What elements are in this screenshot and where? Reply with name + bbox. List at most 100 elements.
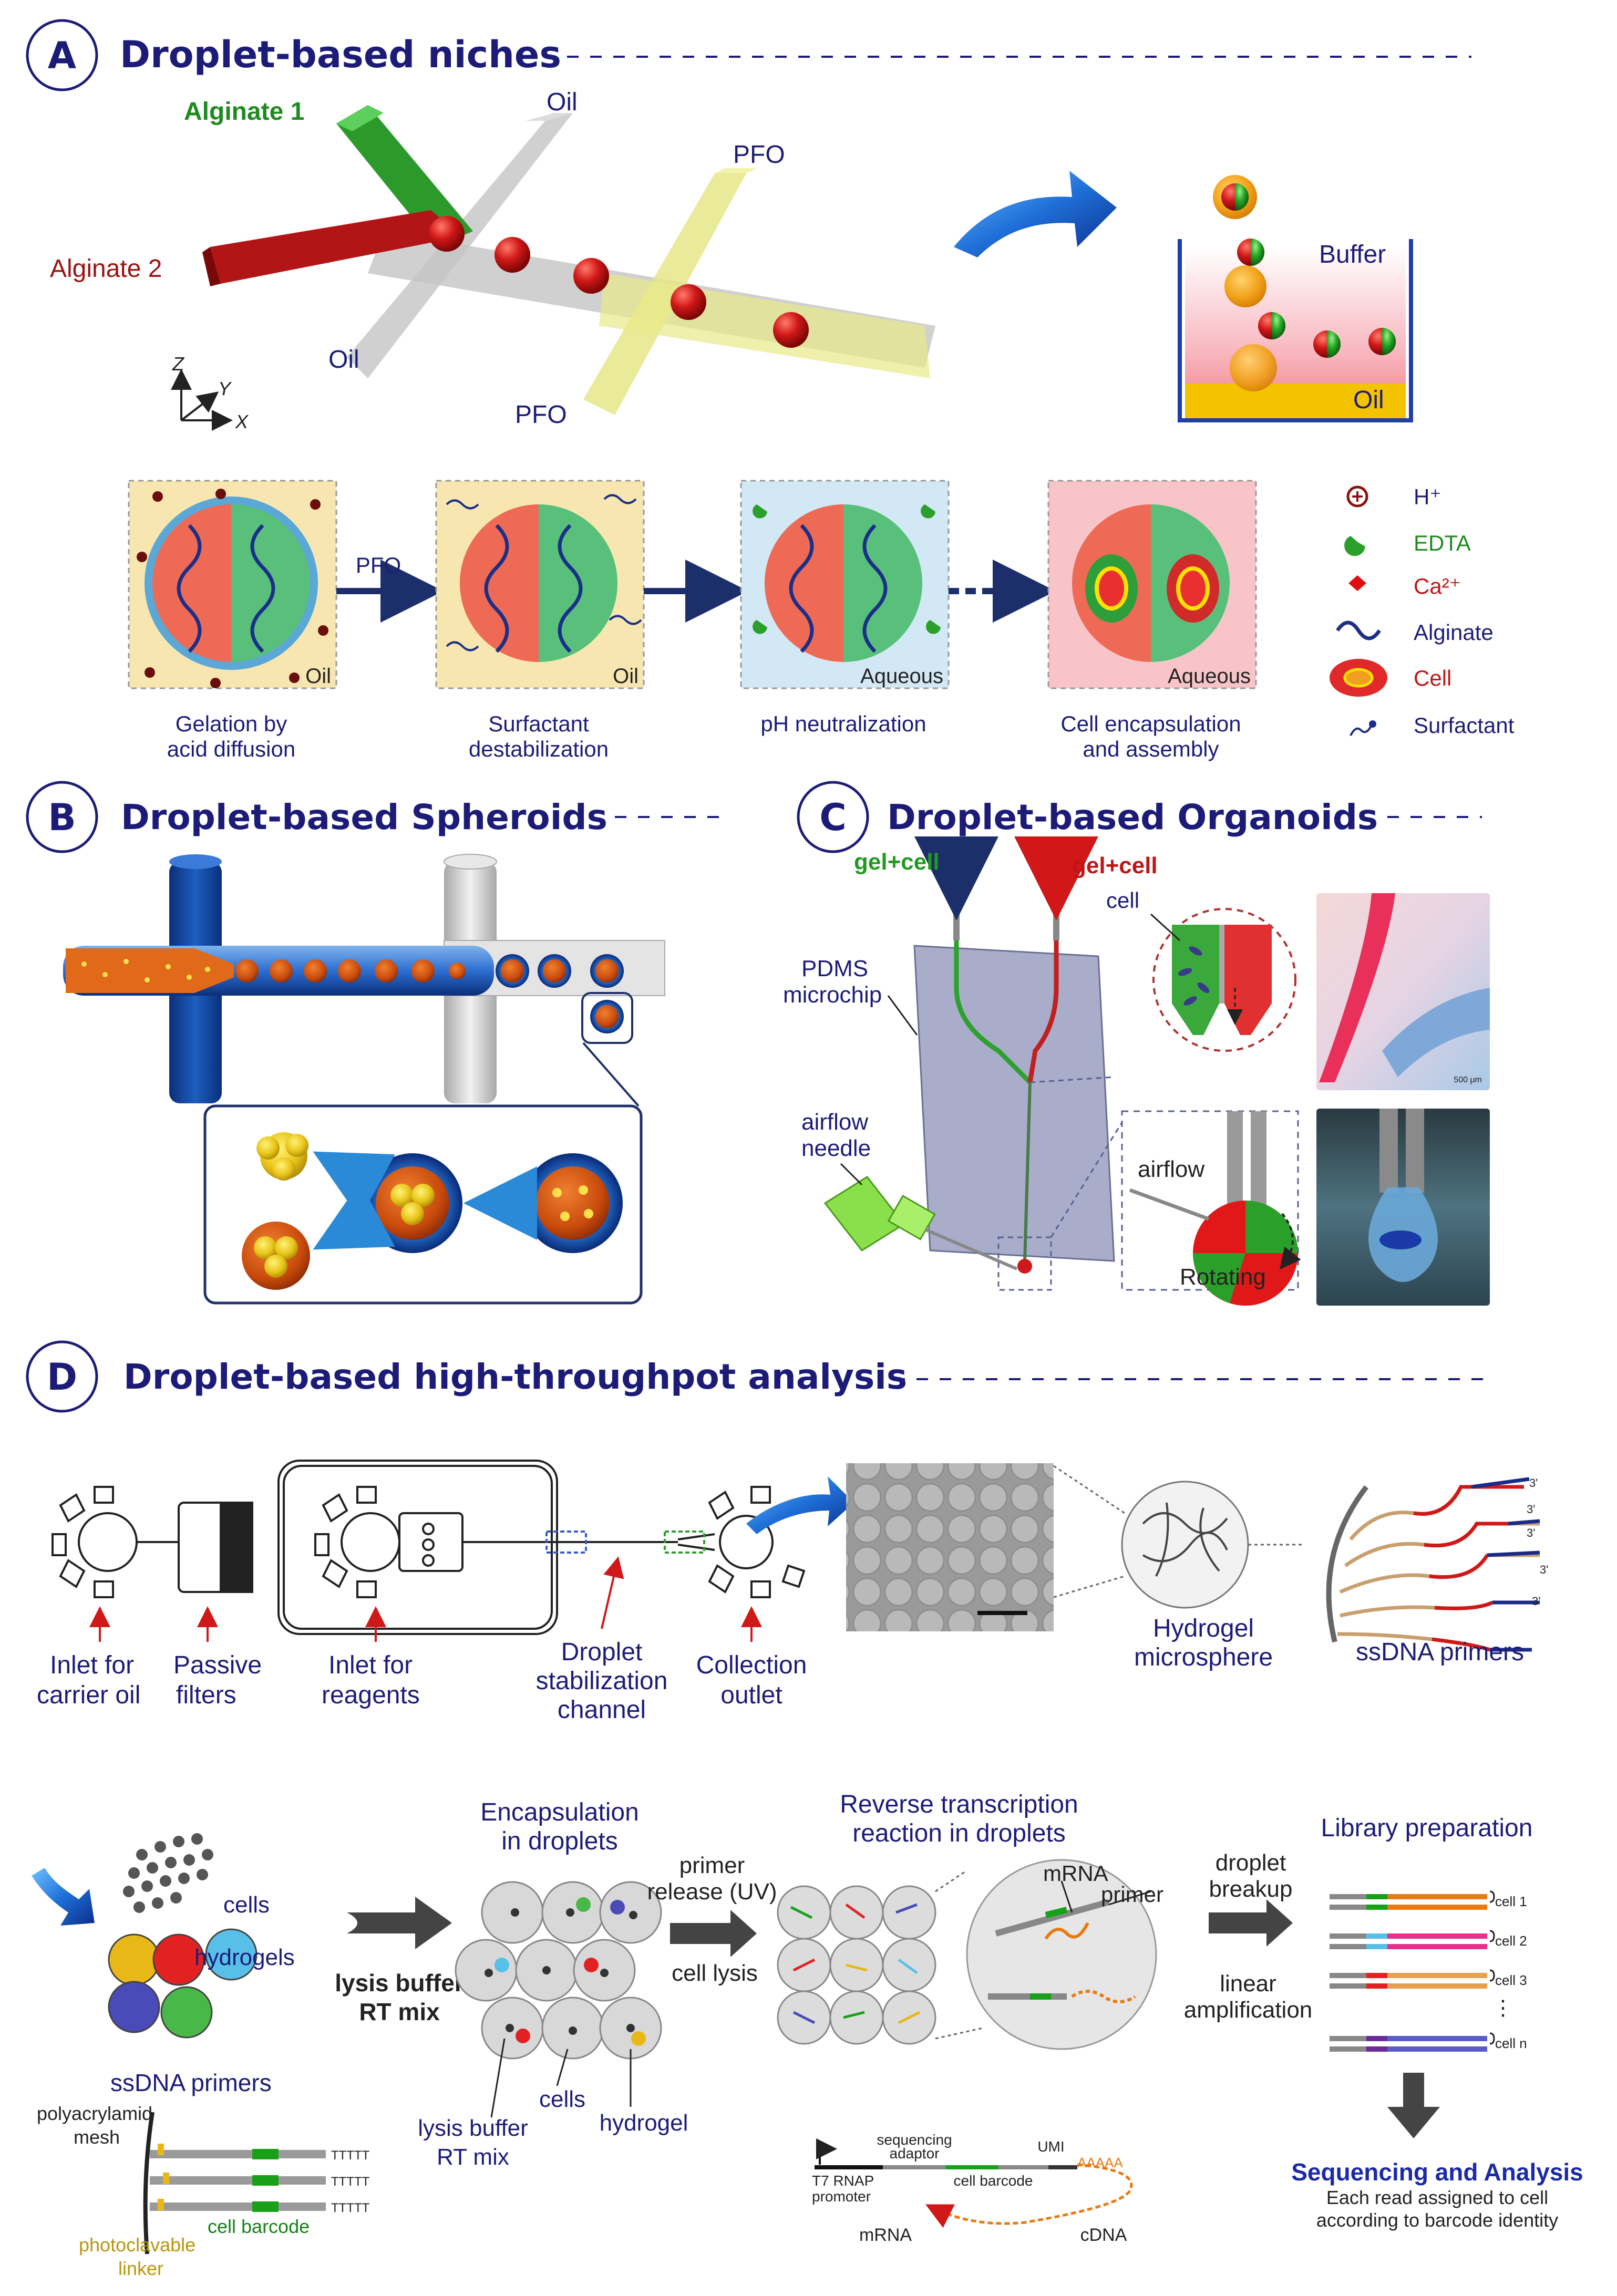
d-encap-label-1: Encapsulation xyxy=(480,1798,639,1826)
d-t7-label-1: T7 RNAP xyxy=(812,2173,874,2189)
d-linker-label-1: photoclavable xyxy=(79,2234,195,2256)
panel-b-badge xyxy=(26,781,98,853)
d-mrna-bottom-label: mRNA xyxy=(859,2225,912,2245)
d-label-inlet-oil-2: carrier oil xyxy=(37,1681,140,1709)
d-library-reads xyxy=(1330,1894,1487,2052)
a-step-4: Aqueous Cell encapsulation and assembly xyxy=(1047,480,1257,761)
beaker-oil-label: Oil xyxy=(1353,386,1384,414)
d-lib-cell-1: cell 1 xyxy=(1495,1894,1527,1909)
surfactant-icon xyxy=(1350,725,1373,736)
d-primer-release-arrow-icon xyxy=(670,1910,757,1957)
d-linker-label-2: linker xyxy=(118,2258,163,2279)
panel-c-badge xyxy=(797,781,869,853)
a-transfer-arrow-icon xyxy=(954,171,1117,257)
d-primer-label: primer xyxy=(1101,1882,1163,1907)
d-seq-adaptor-1: sequencing xyxy=(877,2132,952,2148)
calcium-icon xyxy=(1348,575,1366,591)
panel-a-badge xyxy=(26,19,98,91)
a-arrow-pfo: PFO xyxy=(356,553,401,577)
primer-end-1: 3' xyxy=(1529,1476,1538,1490)
d-primer-release-2: release (UV) xyxy=(647,1879,777,1905)
a-step-3: Aqueous pH neutralization xyxy=(740,480,950,736)
d-rt-label-2: reaction in droplets xyxy=(852,1819,1066,1847)
d-hydrogel-microsphere: Hydrogel microsphere xyxy=(1121,1481,1303,1671)
panel-d-letter: D xyxy=(47,1356,77,1399)
panel-c: C Droplet-based Organoids gel+cell gel+c… xyxy=(783,781,1490,1306)
d-barcode-primers: TTTTT TTTTT TTTTT xyxy=(143,2112,370,2254)
panel-a: A Droplet-based niches xyxy=(26,19,1515,761)
d-seq-adaptor-2: adaptor xyxy=(890,2145,940,2161)
a-step-2: Oil Surfactant destabilization xyxy=(435,480,645,761)
panel-a-title: Droplet-based niches xyxy=(120,33,561,76)
primer-end-5: 3' xyxy=(1532,1595,1540,1608)
d-label-stabilization-1: Droplet xyxy=(561,1638,643,1666)
a-step-4-caption-2: and assembly xyxy=(1083,737,1219,761)
primer-end-4: 3' xyxy=(1540,1563,1548,1576)
d-label-reagents-2: reagents xyxy=(322,1681,420,1709)
legend-label-alginate: Alginate xyxy=(1414,620,1494,645)
d-seq-title: Sequencing and Analysis xyxy=(1291,2158,1583,2186)
c-pdms-label-2: microchip xyxy=(783,982,882,1008)
d-outlet-arrow-icon xyxy=(746,1476,854,1534)
d-tail-2: TTTTT xyxy=(331,2175,370,2189)
d-label-stabilization-2: stabilization xyxy=(536,1667,668,1695)
d-cdna-label: cDNA xyxy=(1080,2225,1127,2245)
d-tail-1: TTTTT xyxy=(331,2148,370,2163)
d-enc-lysis-1: lysis buffer xyxy=(418,2115,528,2141)
d-workflow: cells hydrogels ssDNA primers xyxy=(32,1791,1583,2279)
a-step-4-caption-1: Cell encapsulation xyxy=(1060,711,1241,736)
d-cells-cluster xyxy=(123,1833,213,1913)
d-lysis-label-1: lysis buffer xyxy=(335,1969,464,1997)
d-cells-label: cells xyxy=(223,1892,270,1918)
panel-b-letter: B xyxy=(48,796,76,839)
d-merge-arrow-icon xyxy=(347,1897,452,1949)
d-tail-3: TTTTT xyxy=(331,2201,370,2215)
d-chip-schematic xyxy=(52,1460,806,1635)
c-photo-top: 500 μm xyxy=(1316,893,1490,1090)
alginate-icon xyxy=(1336,620,1381,640)
d-lib-cell-3: cell 3 xyxy=(1495,1972,1527,1988)
panel-a-header: A Droplet-based niches xyxy=(26,19,1471,91)
d-cell-barcode-2: cell barcode xyxy=(954,2173,1033,2189)
d-label-reagents-1: Inlet for xyxy=(328,1651,413,1679)
d-mesh-label-1: polyacrylamid xyxy=(37,2103,152,2124)
legend-label-ca: Ca²⁺ xyxy=(1414,574,1461,598)
c-rotating-zoom: airflow Rotating xyxy=(1121,1110,1301,1306)
c-needle-label-2: needle xyxy=(801,1135,871,1161)
panel-d-badge xyxy=(26,1340,98,1413)
d-hydrogel-label-1: Hydrogel xyxy=(1153,1615,1254,1642)
b-microfluidic-device xyxy=(63,854,665,1107)
d-mesh-label-2: mesh xyxy=(74,2126,120,2148)
d-sequencing-arrow-icon xyxy=(1387,2073,1440,2138)
d-umi-label: UMI xyxy=(1037,2138,1064,2155)
a-gelation-steps: Oil Gelation by acid diffusion PFO Oil S… xyxy=(128,480,1257,761)
panel-d-title: Droplet-based high-throughpot analysis xyxy=(123,1357,907,1397)
d-lysis-label-2: RT mix xyxy=(359,1998,440,2025)
d-rt-label-1: Reverse transcription xyxy=(840,1791,1078,1818)
panel-d: D Droplet-based high-throughpot analysis xyxy=(26,1340,1583,2279)
a-step-2-phase: Oil xyxy=(613,665,638,688)
d-ssdna-label: ssDNA primers xyxy=(110,2069,272,2096)
d-seq-sub-2: according to barcode identity xyxy=(1316,2209,1558,2231)
a-step-3-caption-1: pH neutralization xyxy=(760,711,926,736)
d-breakup-1: droplet xyxy=(1216,1850,1286,1876)
beaker-buffer-label: Buffer xyxy=(1319,241,1386,268)
c-pdms-label-1: PDMS xyxy=(801,956,868,981)
a-step-1: Oil Gelation by acid diffusion xyxy=(128,480,337,761)
c-gel-cell-red: gel+cell xyxy=(1072,853,1158,878)
b-spheroid-zoom-panel xyxy=(203,1104,643,1305)
d-amp-2: amplification xyxy=(1184,1997,1313,2023)
d-mrna-label: mRNA xyxy=(1043,1861,1108,1886)
d-rt-zoom-droplet xyxy=(966,1859,1157,2050)
c-needle-label-1: airflow xyxy=(801,1109,868,1135)
d-label-filters-1: Passive xyxy=(173,1651,262,1679)
label-oil-top: Oil xyxy=(547,88,578,116)
d-label-filters-2: filters xyxy=(176,1681,236,1709)
c-rotating-label: Rotating xyxy=(1180,1264,1266,1290)
a-step-2-caption-2: destabilization xyxy=(469,737,609,761)
d-primer-strands xyxy=(1326,1477,1540,1652)
panel-c-letter: C xyxy=(819,796,846,839)
label-alginate-1: Alginate 1 xyxy=(184,98,304,126)
d-breakup-arrow-icon xyxy=(1209,1899,1293,1947)
